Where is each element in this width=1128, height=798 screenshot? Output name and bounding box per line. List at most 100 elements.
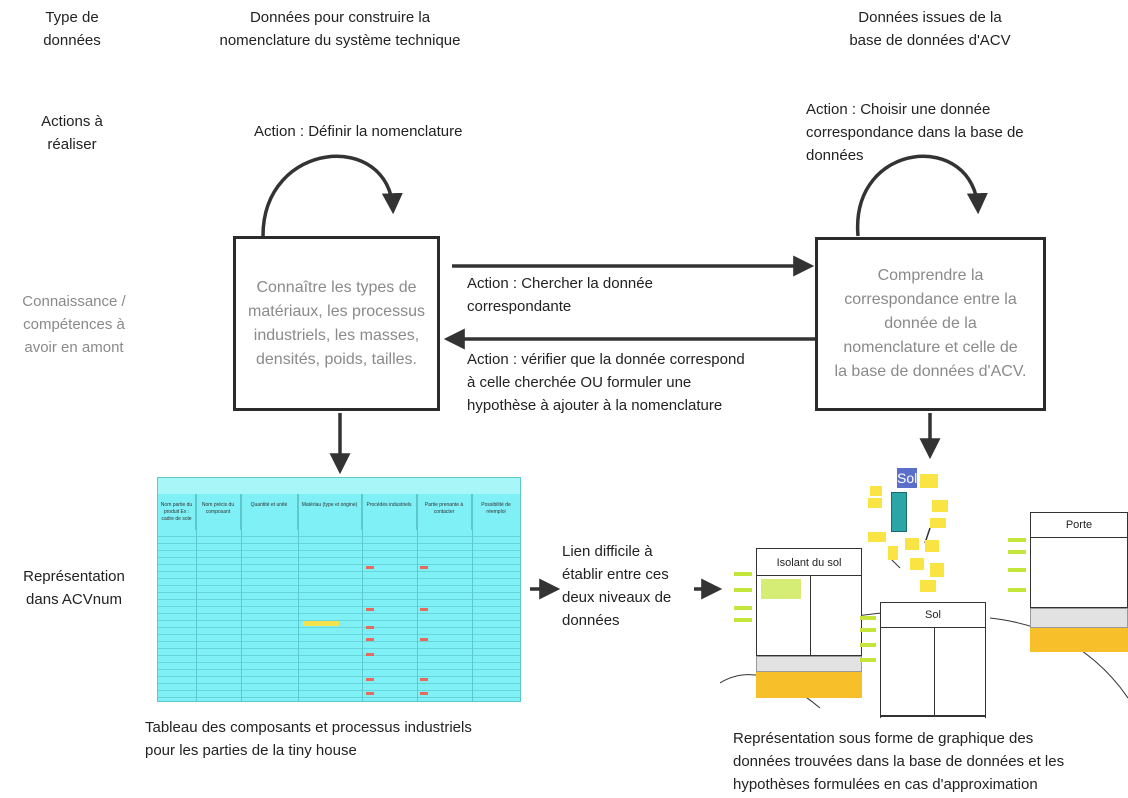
graph-divider bbox=[934, 627, 935, 715]
table-divider bbox=[417, 494, 418, 701]
graph-sticky bbox=[868, 532, 886, 542]
row-label-actions: Actions à réaliser bbox=[41, 113, 103, 153]
table-col: Quantité et unité bbox=[241, 494, 298, 530]
action-choisir: Action : Choisir une donnée correspondan… bbox=[806, 101, 1024, 164]
graph-box-sol: Sol bbox=[880, 602, 986, 716]
table-row bbox=[158, 565, 520, 572]
graph-divider bbox=[881, 627, 985, 628]
column-header-left: Données pour construire la nomenclature … bbox=[219, 9, 461, 49]
table-row bbox=[158, 656, 520, 663]
graph-box-isolant: Isolant du sol bbox=[756, 548, 862, 656]
table-row bbox=[158, 558, 520, 565]
table-thumbnail-rows bbox=[158, 530, 520, 701]
action-verifier: Action : vérifier que la donnée correspo… bbox=[467, 351, 745, 414]
graph-title-isolant: Isolant du sol bbox=[776, 557, 842, 569]
graph-thumbnail: Isolant du sol Sol Porte Sol bbox=[720, 468, 1128, 718]
graph-green-note bbox=[1008, 568, 1026, 572]
box-comprendre: Comprendre la correspondance entre la do… bbox=[815, 237, 1046, 411]
graph-sticky bbox=[868, 498, 882, 508]
table-row bbox=[158, 530, 520, 537]
table-divider bbox=[472, 494, 473, 701]
table-row bbox=[158, 579, 520, 586]
graph-green-note bbox=[734, 606, 752, 610]
graph-sticky bbox=[930, 518, 946, 528]
table-divider bbox=[298, 494, 299, 701]
table-col: Procédés industriels bbox=[362, 494, 417, 530]
table-row bbox=[158, 642, 520, 649]
table-col: Matériau (type et origine) bbox=[298, 494, 362, 530]
graph-note bbox=[761, 579, 801, 599]
table-row bbox=[158, 621, 520, 628]
graph-sticky bbox=[920, 474, 938, 488]
table-thumbnail-header bbox=[158, 478, 520, 494]
action-chercher: Action : Chercher la donnée correspondan… bbox=[467, 275, 653, 315]
table-marker bbox=[420, 678, 428, 681]
table-marker bbox=[420, 608, 428, 611]
graph-yellow-porte bbox=[1030, 628, 1128, 652]
graph-teal-node bbox=[891, 492, 907, 532]
graph-title-sol: Sol bbox=[925, 609, 941, 621]
graph-box-bottom bbox=[880, 716, 986, 718]
graph-green-note bbox=[1008, 588, 1026, 592]
graph-divider bbox=[757, 575, 861, 576]
table-row bbox=[158, 600, 520, 607]
graph-sticky bbox=[870, 486, 882, 496]
graph-green-note bbox=[734, 588, 752, 592]
loop-arrow-right bbox=[856, 154, 988, 237]
graph-green-note bbox=[860, 658, 876, 662]
graph-divider bbox=[1031, 537, 1127, 538]
row-label-type: Type de données bbox=[43, 9, 101, 49]
graph-yellow-isolant bbox=[756, 672, 862, 698]
table-highlight bbox=[303, 621, 339, 626]
graph-green-note bbox=[1008, 538, 1026, 542]
table-marker bbox=[366, 626, 374, 629]
column-header-right: Données issues de la base de données d'A… bbox=[849, 9, 1011, 49]
box-comprendre-text: Comprendre la correspondance entre la do… bbox=[834, 267, 1027, 380]
table-marker bbox=[366, 692, 374, 695]
table-row bbox=[158, 635, 520, 642]
table-row bbox=[158, 684, 520, 691]
table-marker bbox=[420, 692, 428, 695]
graph-title-porte: Porte bbox=[1065, 519, 1093, 531]
box-connaitre-text: Connaître les types de matériaux, les pr… bbox=[248, 278, 425, 368]
table-row bbox=[158, 586, 520, 593]
loop-arrow-left bbox=[261, 154, 403, 237]
table-marker bbox=[366, 566, 374, 569]
graph-sticky bbox=[888, 546, 898, 560]
table-row bbox=[158, 691, 520, 698]
row-label-connaissance: Connaissance / compétences à avoir en am… bbox=[22, 293, 126, 356]
graph-sol-tag: Sol bbox=[897, 468, 918, 488]
graph-grey-isolant bbox=[756, 656, 862, 672]
graph-green-note bbox=[860, 643, 876, 647]
table-marker bbox=[420, 566, 428, 569]
table-row bbox=[158, 572, 520, 579]
table-row bbox=[158, 551, 520, 558]
graph-green-note bbox=[860, 628, 876, 632]
action-definir: Action : Définir la nomenclature bbox=[254, 123, 463, 140]
graph-sticky bbox=[905, 538, 919, 550]
table-marker bbox=[420, 638, 428, 641]
graph-sticky bbox=[925, 540, 939, 552]
link-text: Lien difficile à établir entre ces deux … bbox=[562, 543, 672, 629]
table-marker bbox=[366, 678, 374, 681]
table-thumbnail: Nom partie du produit Ex : cadre de sole… bbox=[157, 477, 521, 702]
graph-sticky bbox=[910, 558, 924, 570]
graph-sticky bbox=[930, 563, 944, 577]
table-row bbox=[158, 670, 520, 677]
box-connaitre: Connaître les types de matériaux, les pr… bbox=[233, 236, 440, 411]
table-marker bbox=[366, 608, 374, 611]
graph-green-note bbox=[734, 618, 752, 622]
row-label-representation: Représentation dans ACVnum bbox=[23, 568, 125, 608]
table-col: Nom précis du composant bbox=[196, 494, 241, 530]
graph-green-note bbox=[860, 616, 876, 620]
table-marker bbox=[366, 638, 374, 641]
table-row bbox=[158, 593, 520, 600]
table-col: Partie prenante à contacter bbox=[417, 494, 472, 530]
table-row bbox=[158, 607, 520, 614]
graph-sticky bbox=[932, 500, 948, 512]
caption-left: Tableau des composants et processus indu… bbox=[145, 719, 472, 759]
table-row bbox=[158, 663, 520, 670]
graph-green-note bbox=[734, 572, 752, 576]
table-row bbox=[158, 649, 520, 656]
